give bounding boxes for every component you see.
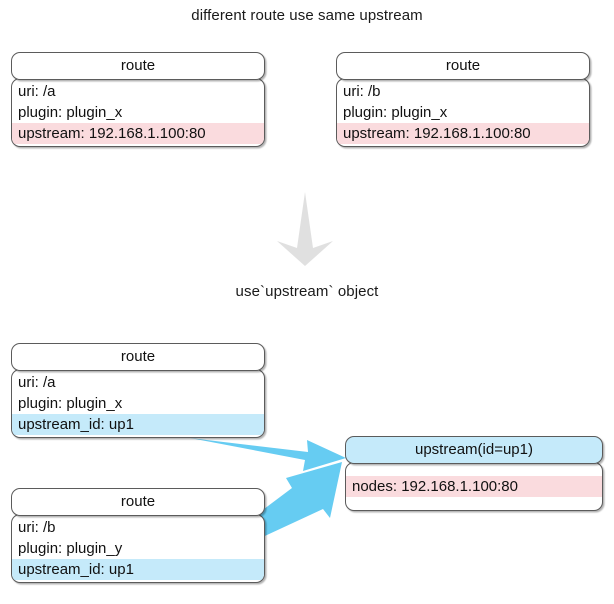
route-row-plugin: plugin: plugin_x [343,104,448,121]
spacer-bottom [346,497,602,508]
route-row-uri: uri: /a [18,83,56,100]
route-box-header: route [11,52,265,80]
upstream-row-nodes: nodes: 192.168.1.100:80 [346,476,602,497]
route-box-a-bottom: route uri: /a plugin: plugin_x upstream_… [11,343,265,438]
route-box-body: uri: /b plugin: plugin_y upstream_id: up… [11,514,265,583]
route-row-uri: uri: /b [343,83,381,100]
route-row-uri: uri: /b [18,519,56,536]
middle-caption: use`upstream` object [235,283,379,300]
spacer-top [346,465,602,476]
route-box-b-bottom: route uri: /b plugin: plugin_y upstream_… [11,488,265,583]
route-row-upstream: upstream: 192.168.1.100:80 [337,123,589,144]
route-row-upstream-id: upstream_id: up1 [12,414,264,435]
top-caption: different route use same upstream [191,7,423,24]
upstream-box-body: nodes: 192.168.1.100:80 [345,462,603,511]
route-row-upstream-id: upstream_id: up1 [12,559,264,580]
route-row-plugin: plugin: plugin_x [18,395,123,412]
route-row-plugin: plugin: plugin_x [18,104,123,121]
route-box-b-top: route uri: /b plugin: plugin_x upstream:… [336,52,590,147]
route-box-header: route [11,488,265,516]
right-arrow-icon [190,438,346,471]
route-row-upstream: upstream: 192.168.1.100:80 [12,123,264,144]
route-box-header: route [336,52,590,80]
route-box-body: uri: /a plugin: plugin_x upstream_id: up… [11,369,265,438]
upstream-box-header: upstream(id=up1) [345,436,603,464]
upstream-box: upstream(id=up1) nodes: 192.168.1.100:80 [345,436,603,511]
down-arrow-icon [277,192,333,266]
route-row-uri: uri: /a [18,374,56,391]
route-row-plugin: plugin: plugin_y [18,540,123,557]
route-box-a-top: route uri: /a plugin: plugin_x upstream:… [11,52,265,147]
route-box-body: uri: /b plugin: plugin_x upstream: 192.1… [336,78,590,147]
route-box-header: route [11,343,265,371]
route-box-body: uri: /a plugin: plugin_x upstream: 192.1… [11,78,265,147]
